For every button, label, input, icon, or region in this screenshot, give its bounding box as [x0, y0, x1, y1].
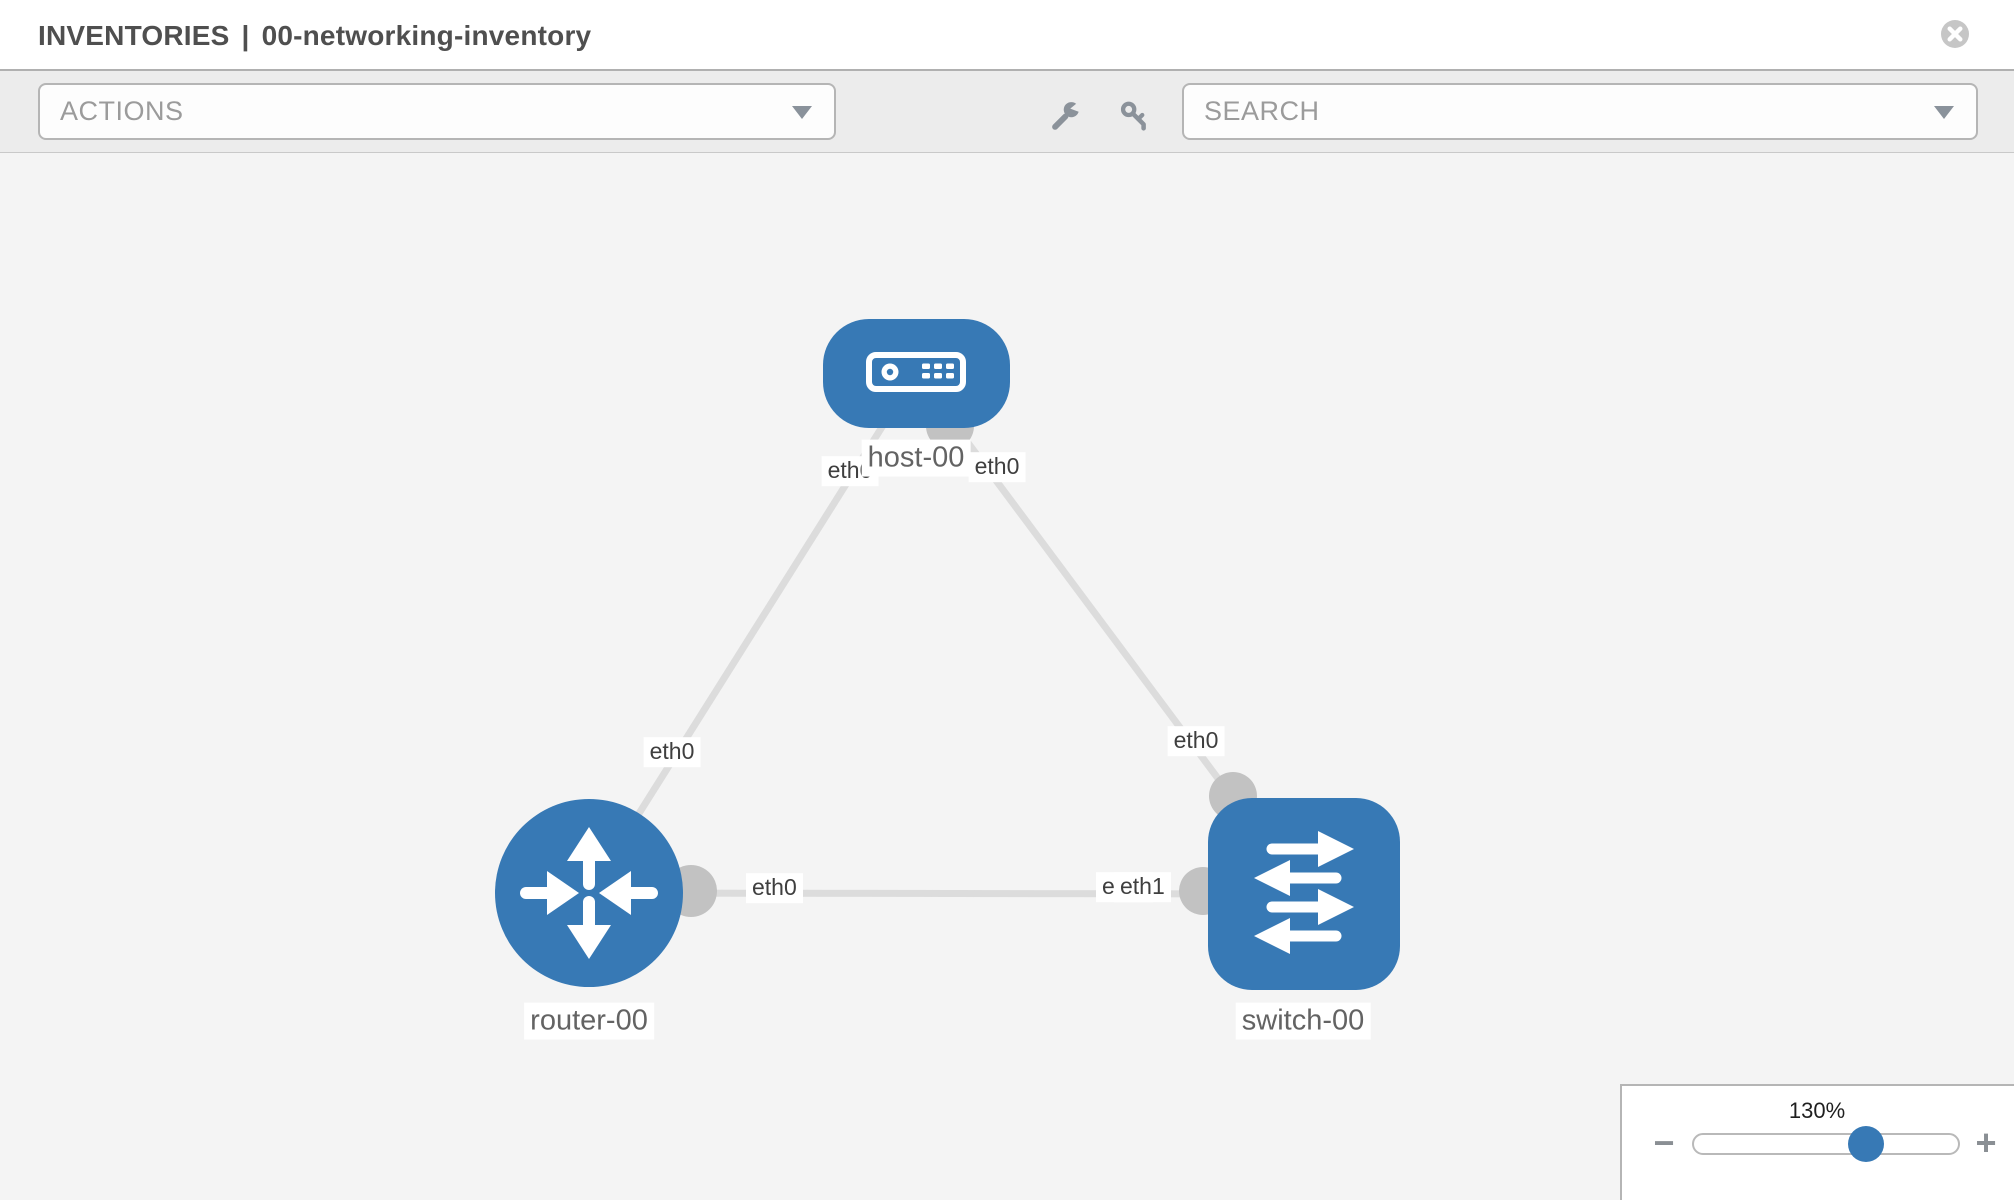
search-dropdown-label: SEARCH [1204, 96, 1320, 126]
search-dropdown[interactable]: SEARCH [1182, 83, 1978, 140]
node-label-switch-00: switch-00 [1235, 1002, 1371, 1040]
zoom-control-panel: 130% − + [1620, 1084, 2014, 1200]
host-icon [866, 352, 966, 392]
interface-label-eth1-router-switch-switch: eth1 [1114, 872, 1171, 902]
page-title-divider: | [241, 19, 250, 51]
key-icon [1120, 101, 1146, 131]
interface-label-eth0-host-switch-host: eth0 [968, 452, 1026, 482]
topology-canvas[interactable]: host-00 router-00 switch-00 eth0 eth0 et… [0, 156, 2014, 1200]
close-icon [1941, 20, 1969, 48]
chevron-down-icon [792, 105, 812, 119]
credentials-button[interactable] [1116, 97, 1152, 133]
switch-icon [1254, 831, 1354, 954]
interface-label-eth0-host-router-router: eth0 [643, 737, 701, 767]
zoom-out-button[interactable]: − [1653, 1122, 1675, 1163]
node-label-router-00: router-00 [524, 1002, 654, 1040]
configure-button[interactable] [1048, 97, 1084, 133]
topology-edges-layer [586, 370, 1307, 917]
wrench-icon [1052, 99, 1082, 130]
zoom-in-button[interactable]: + [1975, 1122, 1997, 1163]
interface-label-eth0-router-switch-router: eth0 [746, 873, 803, 903]
close-button[interactable] [1940, 19, 1970, 49]
inventory-name: 00-networking-inventory [261, 19, 592, 51]
chevron-down-icon [1934, 105, 1954, 119]
page-title: INVENTORIES | 00-networking-inventory [38, 0, 591, 71]
toolbar: ACTIONS SEARCH [0, 71, 2014, 153]
actions-dropdown[interactable]: ACTIONS [38, 83, 836, 140]
node-switch-00[interactable] [1208, 798, 1400, 990]
header-bar: INVENTORIES | 00-networking-inventory [0, 0, 2014, 71]
zoom-level-value: 130% [1788, 1098, 1846, 1123]
node-host-00[interactable] [823, 319, 1010, 428]
interface-label-eth0-host-switch-switch: eth0 [1167, 726, 1225, 756]
page-title-section: INVENTORIES [38, 19, 230, 51]
router-icon [520, 827, 658, 959]
actions-dropdown-label: ACTIONS [60, 96, 184, 126]
node-label-host-00: host-00 [861, 439, 971, 477]
node-router-00[interactable] [495, 799, 683, 987]
zoom-slider-track[interactable] [1692, 1133, 1960, 1155]
zoom-slider-thumb[interactable] [1848, 1126, 1884, 1162]
